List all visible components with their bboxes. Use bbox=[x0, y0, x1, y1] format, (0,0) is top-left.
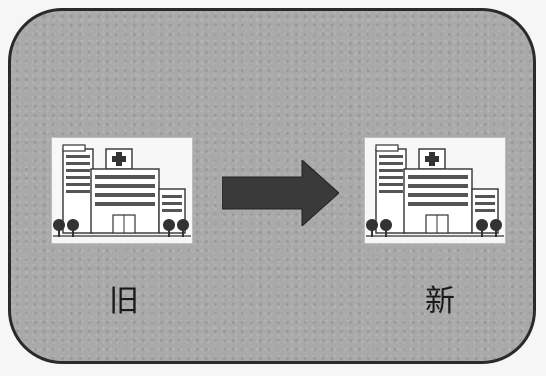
hospital-new-image bbox=[364, 137, 506, 244]
label-new: 新 bbox=[425, 284, 455, 319]
hospital-old-image bbox=[51, 137, 193, 244]
label-old: 旧 bbox=[109, 284, 139, 319]
right-arrow bbox=[222, 160, 339, 226]
hospital-building-icon bbox=[366, 144, 504, 237]
right-arrow-icon bbox=[222, 160, 339, 226]
hospital-building-icon bbox=[53, 144, 191, 237]
